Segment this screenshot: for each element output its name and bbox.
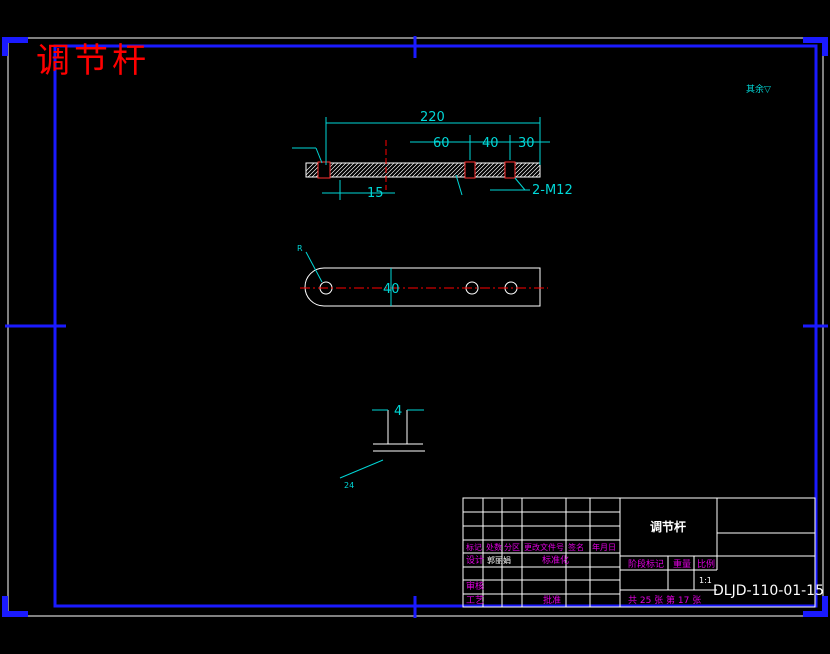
dim-thread: 2-M12 xyxy=(532,183,573,198)
hatch-line xyxy=(343,162,359,178)
dim-40-spacing: 40 xyxy=(482,136,499,151)
tb-process: 工艺 xyxy=(466,595,484,606)
top-view xyxy=(304,267,541,307)
dim-15: 15 xyxy=(367,186,384,201)
drawing-title: 调节杆 xyxy=(36,41,150,81)
tb-review: 审核 xyxy=(466,580,484,592)
tb-scale-value: 1:1 xyxy=(699,576,712,585)
hatch-line xyxy=(407,162,423,178)
hatch-line xyxy=(451,162,467,178)
tb-approve: 批准 xyxy=(543,594,561,606)
hatch-line xyxy=(403,162,419,178)
hatch-line xyxy=(359,162,375,178)
hatch-line xyxy=(519,162,535,178)
hatch-line xyxy=(439,162,455,178)
tb-designer: 郭丽娟 xyxy=(487,555,511,565)
hatch-line xyxy=(475,162,491,178)
hatch-line xyxy=(379,162,395,178)
hatch-line xyxy=(335,162,351,178)
tb-scale: 比例 xyxy=(697,558,715,570)
hatch-line xyxy=(487,162,503,178)
hatch-line xyxy=(447,162,463,178)
hatch-line xyxy=(411,162,427,178)
hatch-line xyxy=(423,162,439,178)
tb-header-cell: 签名 xyxy=(568,542,584,552)
hatch-line xyxy=(435,162,451,178)
hatch-line xyxy=(305,162,319,176)
hatch-line xyxy=(347,162,363,178)
hatch-line xyxy=(431,162,447,178)
title-block xyxy=(462,497,816,608)
hatch-line xyxy=(367,162,383,178)
hatch-line xyxy=(375,162,391,178)
hatch-line xyxy=(515,162,531,178)
inner-border xyxy=(53,44,818,608)
tb-header-cell: 处数 xyxy=(486,542,502,552)
dim-thickness: 4 xyxy=(394,404,402,419)
hatch-line xyxy=(491,162,507,178)
hatch-line xyxy=(383,162,399,178)
thread-hole-2 xyxy=(504,161,516,179)
title-block-part-name: 调节杆 xyxy=(650,519,686,534)
hatch-line xyxy=(391,162,407,178)
hatch-line xyxy=(483,162,499,178)
hatch-line xyxy=(363,162,379,178)
hatch-line xyxy=(443,162,459,178)
dim-radius: R xyxy=(297,244,303,253)
section-detail xyxy=(339,409,425,479)
hatch-line xyxy=(387,162,403,178)
dim-width-40: 40 xyxy=(383,282,400,297)
plate-outline xyxy=(304,267,541,307)
bar-outline xyxy=(305,162,541,178)
hatch-line xyxy=(527,164,541,178)
hatch-line xyxy=(371,162,387,178)
tb-header-cell: 年月日 xyxy=(592,542,616,552)
hatch-line xyxy=(523,162,539,178)
hatch-line xyxy=(395,162,411,178)
front-dimensions xyxy=(292,117,550,200)
hatch-line xyxy=(427,162,443,178)
section-label: 24 xyxy=(344,481,354,490)
hatch-line xyxy=(331,162,347,178)
hatch-line xyxy=(415,162,431,178)
hatch-line xyxy=(305,162,315,172)
tb-stage-mark: 阶段标记 xyxy=(628,558,664,570)
outer-frame xyxy=(7,37,824,617)
front-view xyxy=(305,140,541,190)
left-hole xyxy=(317,161,331,179)
tb-weight: 重量 xyxy=(673,558,691,570)
surface-roughness-note: 其余▽ xyxy=(746,83,771,95)
tb-header-cell: 标记 xyxy=(466,542,482,552)
thread-hole-1 xyxy=(464,161,476,179)
dim-30: 30 xyxy=(518,136,535,151)
hatch-line xyxy=(339,162,355,178)
tb-sheets: 共 25 张 第 17 张 xyxy=(628,594,701,606)
hatch-line xyxy=(535,172,541,178)
tb-header-cell: 更改文件号 xyxy=(524,542,564,552)
hatch-line xyxy=(351,162,367,178)
dim-overall-length: 220 xyxy=(420,110,445,125)
tb-drawing-number: DLJD-110-01-15 xyxy=(713,583,824,599)
top-dimensions xyxy=(305,251,392,306)
hatch-line xyxy=(479,162,495,178)
hatch-line xyxy=(399,162,415,178)
hatch-line xyxy=(531,168,541,178)
tb-header-cell: 分区 xyxy=(504,543,520,552)
hatch-line xyxy=(419,162,435,178)
hatch-line xyxy=(355,162,371,178)
tb-standardization: 标准化 xyxy=(542,554,569,566)
tb-design-label: 设计 xyxy=(466,554,484,566)
corner-marks xyxy=(2,37,828,617)
dim-60: 60 xyxy=(433,136,450,151)
center-marks xyxy=(5,36,828,618)
